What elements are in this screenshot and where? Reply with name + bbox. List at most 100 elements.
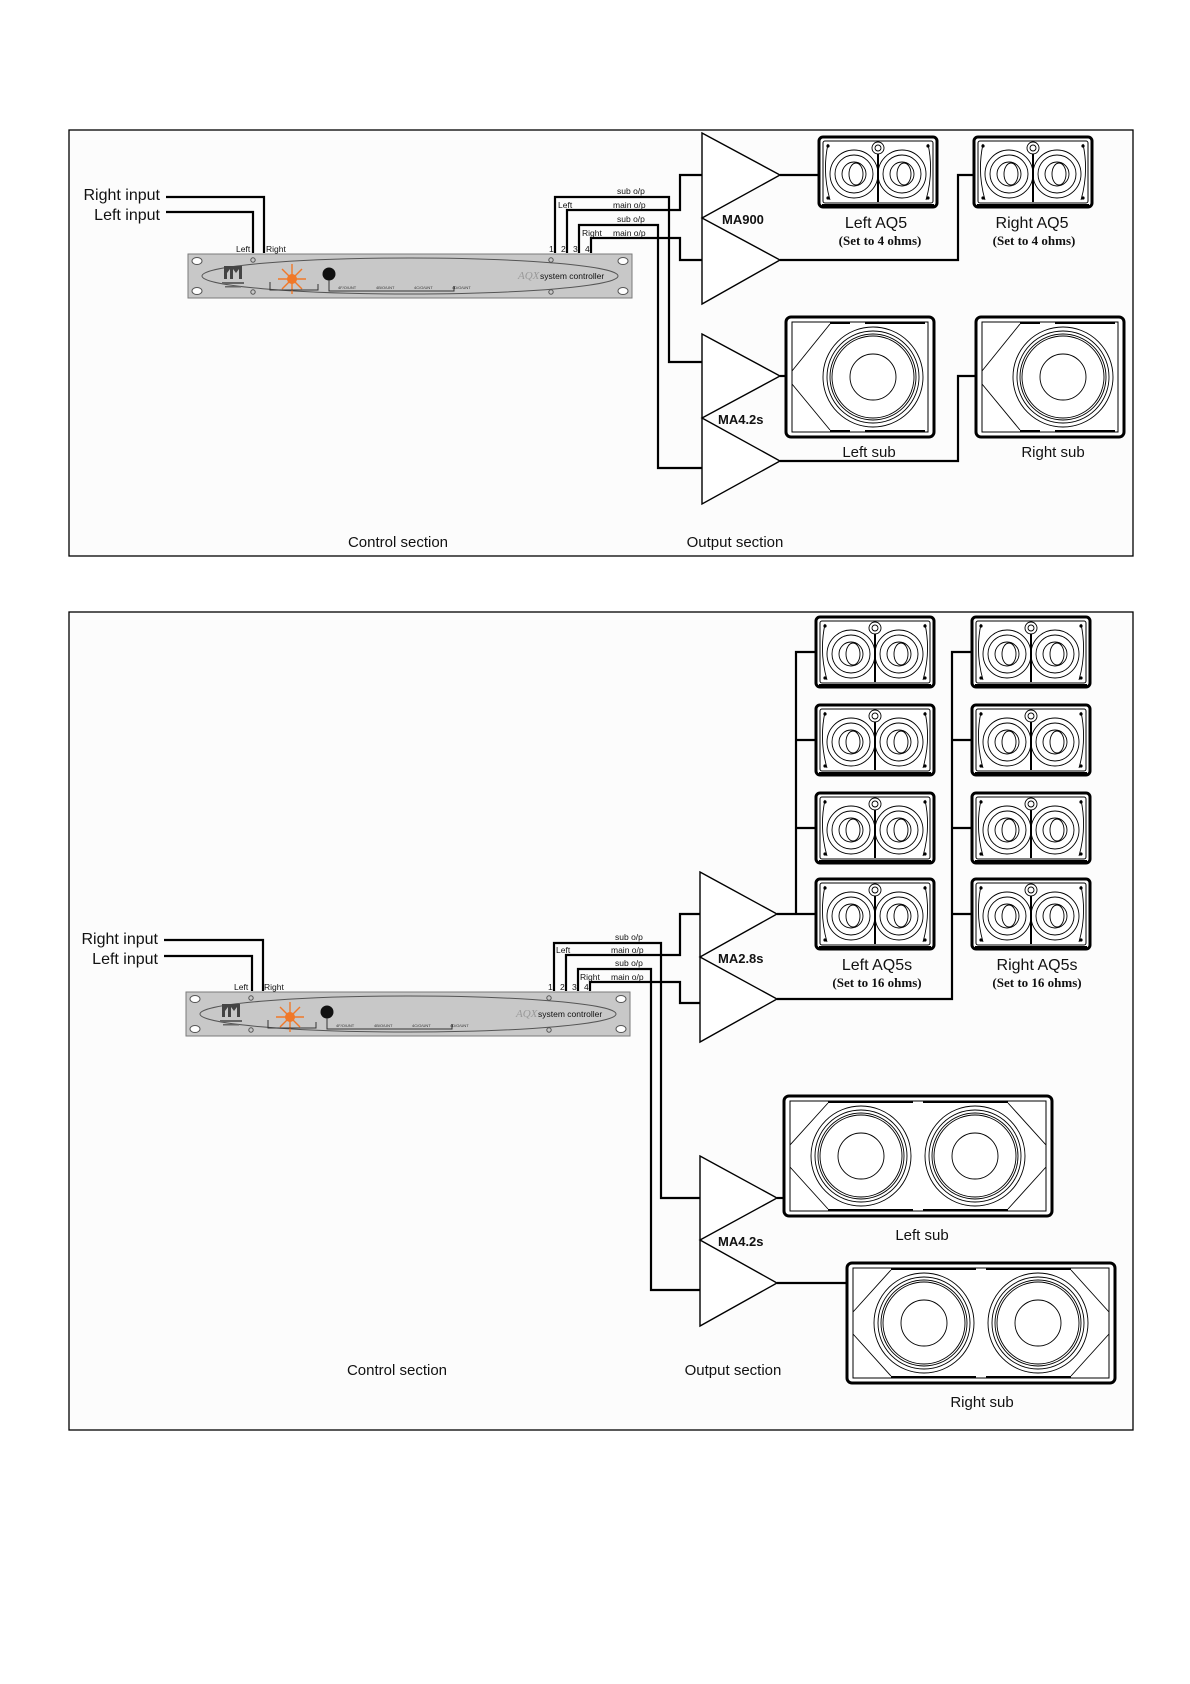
controller-brand: AQX [517, 270, 541, 282]
right-aq5-ohms: (Set to 4 ohms) [993, 233, 1076, 248]
left-input-wire [164, 954, 254, 991]
left-sub-label: Left sub [842, 444, 895, 461]
controller-input-right: Right [266, 244, 286, 254]
main-op-label: main o/p [611, 945, 644, 955]
main-op-label: main o/p [613, 200, 646, 210]
control-section-label: Control section [347, 1362, 447, 1379]
amp-label: MA900 [722, 212, 764, 227]
right-aq5s-speaker [970, 703, 1092, 777]
amp-label: MA4.2s [718, 1234, 764, 1249]
controller-input-left: Left [236, 244, 251, 254]
left-aq5-ohms: (Set to 4 ohms) [839, 233, 922, 248]
right-aq5s-label: Right AQ5s [997, 957, 1078, 974]
main-op-label: main o/p [613, 228, 646, 238]
output3-sub-wire [577, 223, 702, 470]
main-op-label: main o/p [611, 972, 644, 982]
amp-to-right-sub-wire [780, 374, 975, 463]
output2-main-wire [565, 173, 702, 253]
amplifier-ma2-8s [698, 870, 779, 1044]
output-section-label: Output section [687, 534, 784, 551]
output-number: 2 [561, 244, 566, 254]
output1-sub-wire [553, 195, 702, 364]
jack-label: 4F/O/UNT [338, 285, 357, 290]
amplifier-ma4-2s [700, 332, 782, 506]
output-number: 2 [560, 982, 565, 992]
controller-model: system controller [540, 271, 604, 281]
amp-label: MA2.8s [718, 951, 764, 966]
output4-main-wire [588, 980, 702, 1005]
sub-op-label: sub o/p [617, 186, 645, 196]
right-input-label: Right input [82, 931, 159, 948]
amp-to-right-aq5s-wire [777, 650, 971, 1001]
right-label: Right [582, 228, 602, 238]
control-section-label: Control section [348, 534, 448, 551]
controller-input-right: Right [264, 982, 284, 992]
jack-label: 4C/O/UNT [412, 1023, 431, 1028]
left-aq5-speaker [817, 135, 939, 209]
left-input-label: Left input [94, 207, 160, 224]
left-aq5s-label: Left AQ5s [842, 957, 912, 974]
sub-op-label: sub o/p [615, 958, 643, 968]
amp-to-right-aq5-wire [780, 173, 975, 262]
left-aq5-label: Left AQ5 [845, 215, 907, 232]
controller-brand: AQX [515, 1008, 539, 1020]
right-aq5s-speaker [970, 615, 1092, 689]
diagram-top: Right input Left input AQX system contro… [68, 129, 1134, 557]
output-section-label: Output section [685, 1362, 782, 1379]
right-sub-speaker [974, 315, 1126, 439]
left-input-wire [166, 210, 255, 253]
jack-label: 4C/O/UNT [414, 285, 433, 290]
amp-label: MA4.2s [718, 412, 764, 427]
left-aq5s-speaker [814, 615, 936, 689]
output3-sub-wire [576, 967, 702, 1292]
controller-model: system controller [538, 1009, 602, 1019]
right-sub-label: Right sub [950, 1394, 1013, 1411]
left-aq5s-speaker [814, 703, 936, 777]
right-sub-speaker [845, 1261, 1117, 1385]
left-aq5s-speaker [814, 791, 936, 865]
sub-op-label: sub o/p [615, 932, 643, 942]
output1-sub-wire [552, 941, 702, 1200]
output-number: 3 [572, 982, 577, 992]
jack-label: 4D/O/UNT [452, 285, 471, 290]
aqx-system-controller: AQX system controller 4F/O/UNT 4B/O/UNT … [185, 991, 631, 1037]
amplifier-ma4-2s [698, 1154, 779, 1328]
jack-label: 4B/O/UNT [376, 285, 395, 290]
amplifier-ma900 [700, 131, 782, 306]
output-number: 3 [573, 244, 578, 254]
output-number: 1 [548, 982, 553, 992]
right-input-wire [164, 938, 265, 991]
output-number: 4 [585, 244, 590, 254]
right-aq5s-speaker [970, 877, 1092, 951]
right-aq5s-ohms: (Set to 16 ohms) [992, 975, 1081, 990]
panel-frame [68, 129, 1134, 557]
right-aq5-label: Right AQ5 [996, 215, 1069, 232]
right-input-label: Right input [84, 187, 161, 204]
right-sub-label: Right sub [1021, 444, 1084, 461]
left-label: Left [558, 200, 573, 210]
jack-label: 4D/O/UNT [450, 1023, 469, 1028]
sub-op-label: sub o/p [617, 214, 645, 224]
left-aq5s-speaker [814, 877, 936, 951]
jack-label: 4F/O/UNT [336, 1023, 355, 1028]
controller-input-left: Left [234, 982, 249, 992]
left-aq5s-bus-wire [794, 650, 815, 914]
left-aq5s-ohms: (Set to 16 ohms) [832, 975, 921, 990]
left-sub-label: Left sub [895, 1227, 948, 1244]
diagram-bottom: Right input Left input AQX system contro… [68, 611, 1134, 1431]
output-number: 4 [584, 982, 589, 992]
right-aq5s-speaker [970, 791, 1092, 865]
right-label: Right [580, 972, 600, 982]
output-number: 1 [549, 244, 554, 254]
left-input-label: Left input [92, 951, 158, 968]
output2-main-wire [564, 912, 702, 991]
right-aq5-speaker [972, 135, 1094, 209]
output4-main-wire [589, 236, 702, 262]
left-sub-speaker [782, 1094, 1054, 1218]
jack-label: 4B/O/UNT [374, 1023, 393, 1028]
right-input-wire [166, 195, 266, 253]
left-label: Left [556, 945, 571, 955]
left-sub-speaker [784, 315, 936, 439]
aqx-system-controller: AQX system controller 4F/O/UNT 4B/O/UNT … [187, 253, 633, 299]
